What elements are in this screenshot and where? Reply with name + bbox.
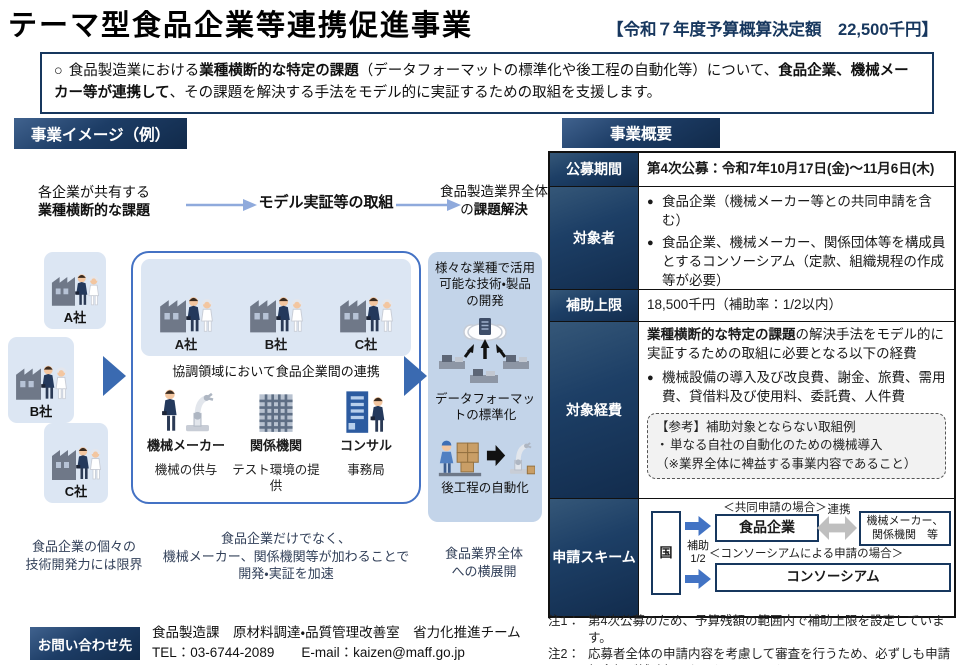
partner-institution: 関係機関 テスト環境の提供 <box>231 389 321 494</box>
row-label-scheme: 申請スキーム <box>550 499 639 616</box>
inner-company-a: A社 <box>158 292 214 353</box>
bullet-icon: ● <box>647 371 654 384</box>
row-value-eligible: ● 食品企業（機械メーカー等との共同申請を含む） ● 食品企業、機械メーカー、関… <box>639 187 954 289</box>
reference-note: （※業界全体に裨益する事業内容であること） <box>656 457 917 472</box>
footnotes: 注1： 第4次公募のため、予算残額の範囲内で補助上限を設定しています。 注2： … <box>548 613 960 665</box>
factory-people-icon <box>158 292 214 334</box>
expenses-intro: 業種横断的な特定の課題の解決手法をモデル的に実証するための取組に必要となる以下の… <box>647 327 944 361</box>
caption-acceleration: 食品企業だけでなく、 機械メーカー、関係機関等が加わることで 開発・実証を加速 <box>162 531 410 582</box>
summary-box: ○ 食品製造業における業種横断的な特定の課題（データフォーマットの標準化や後工程の… <box>40 52 934 114</box>
bullet-icon: ● <box>647 236 654 249</box>
summary-text-2: （データフォーマットの標準化や後工程の自動化等）について、 <box>358 63 779 79</box>
table-row-eligible-expenses: 対象経費 業種横断的な特定の課題の解決手法をモデル的に実証するための取組に必要と… <box>550 321 954 498</box>
page-title: テーマ型食品企業等連携促進事業 <box>8 10 474 42</box>
building-person-icon <box>342 389 390 433</box>
collaboration-box: A社 B社 C社 協調領域において食品企業間の連携 機械メーカー 機械の供与 関… <box>131 251 421 504</box>
bullet-icon: ● <box>647 196 654 208</box>
scheme-consortium-box: コンソーシアム <box>715 563 951 592</box>
subsidy-arrow-1-icon <box>685 516 711 536</box>
section-header-overview: 事業概要 <box>562 118 720 148</box>
cooperation-double-arrow-icon <box>817 516 857 540</box>
row-label-subsidy-cap: 補助上限 <box>550 290 639 321</box>
summary-text-3: 、その課題を解決する手法をモデル的に実証するための取組を支援します。 <box>169 85 662 102</box>
summary-marker: ○ <box>54 63 63 79</box>
footnote-2: 注2： 応募者全体の申請内容を考慮して審査を行うため、必ずしも申請額全額が補助額… <box>548 647 951 665</box>
row-value-period: 第4次公募：令和7年10月17日(金)～11月6日(木) <box>639 153 954 186</box>
company-box-b: B社 <box>8 337 74 423</box>
company-label: C社 <box>64 484 88 499</box>
section-header-business-image: 事業イメージ（例） <box>14 118 187 149</box>
inner-company-c: C社 <box>338 292 394 353</box>
expenses-item: ● 機械設備の導入及び改良費、謝金、旅費、需用費、貸借料及び使用料、委託費、人件… <box>647 369 946 407</box>
table-row-scheme: 申請スキーム ＜共同申請の場合＞ 国 補助 1/2 食品企業 連携 機械メーカー… <box>550 498 954 616</box>
company-label: A社 <box>63 310 87 325</box>
factory-people-icon <box>50 443 102 481</box>
scheme-renkei-label: 連携 <box>827 504 851 516</box>
scheme-partner-box: 機械メーカー、 関係機関 等 <box>859 511 951 546</box>
row-label-eligible-expenses: 対象経費 <box>550 322 639 498</box>
flow-arrow-2-icon <box>396 199 461 211</box>
caption-limitation: 食品企業の個々の 技術開発力には限界 <box>25 539 143 572</box>
scheme-case-consortium-label: ＜コンソーシアムによる申請の場合＞ <box>709 548 904 560</box>
right-triangle-arrow-1 <box>103 356 126 396</box>
scheme-diagram: ＜共同申請の場合＞ 国 補助 1/2 食品企業 連携 機械メーカー、 関係機関 … <box>639 499 954 616</box>
contact-info: 食品製造課 原材料調達・品質管理改善室 省力化推進チーム TEL：03-6744… <box>152 623 521 662</box>
table-row-period: 公募期間 第4次公募：令和7年10月17日(金)～11月6日(木) <box>550 153 954 186</box>
office-building-icon <box>256 391 296 433</box>
scheme-country-box: 国 <box>651 511 681 595</box>
reference-box: 【参考】補助対象とならない取組例 ・ 単なる自社の自動化のための機械導入 （※業… <box>647 412 946 479</box>
contact-header: お問い合わせ先 <box>30 627 140 660</box>
scheme-case-joint-label: ＜共同申請の場合＞ <box>723 502 827 514</box>
factory-people-icon <box>338 292 394 334</box>
dot-icon: ・ <box>656 438 669 453</box>
summary-text-1: 食品製造業における <box>68 63 200 79</box>
reference-title: 【参考】補助対象とならない取組例 <box>656 419 856 434</box>
reference-item: ・ 単なる自社の自動化のための機械導入 <box>656 436 937 455</box>
summary-text-bold-2: 食品企業、機械メーカー等が連携して <box>54 63 909 102</box>
subsidy-arrow-2-icon <box>685 569 711 589</box>
partner-machine-maker: 機械メーカー 機械の供与 <box>141 389 231 494</box>
company-box-c: C社 <box>44 423 108 503</box>
overview-table: 公募期間 第4次公募：令和7年10月17日(金)～11月6日(木) 対象者 ● … <box>548 151 956 618</box>
right-triangle-arrow-2 <box>404 356 427 396</box>
table-row-eligible: 対象者 ● 食品企業（機械メーカー等との共同申請を含む） ● 食品企業、機械メー… <box>550 186 954 289</box>
collaboration-caption: 協調領域において食品企業間の連携 <box>172 364 380 379</box>
cloud-data-machines-icon <box>437 315 533 389</box>
company-box-a: A社 <box>44 252 106 329</box>
robot-arm-person-icon <box>158 387 214 433</box>
flow-label-industry-solution: 食品製造業界全体 の課題解決 <box>440 184 548 217</box>
flow-arrow-1-icon <box>186 199 257 211</box>
flow-label-shared-issues: 各企業が共有する 業種横断的な課題 <box>38 184 150 219</box>
subsidy-rate-label: 補助 1/2 <box>687 540 709 566</box>
factory-people-icon <box>248 292 304 334</box>
table-row-subsidy-cap: 補助上限 18,500千円（補助率：1/2以内） <box>550 289 954 321</box>
summary-text-bold-1: 業種横断的な特定の課題 <box>199 63 359 79</box>
row-value-eligible-expenses: 業種横断的な特定の課題の解決手法をモデル的に実証するための取組に必要となる以下の… <box>639 322 954 498</box>
caption-rollout: 食品業界全体 への横展開 <box>444 546 523 579</box>
row-label-eligible: 対象者 <box>550 187 639 289</box>
footnote-1: 注1： 第4次公募のため、予算残額の範囲内で補助上限を設定しています。 <box>548 614 945 645</box>
eligible-item-1: ● 食品企業（機械メーカー等との共同申請を含む） <box>647 193 946 231</box>
contact-department: 食品製造課 原材料調達・品質管理改善室 省力化推進チーム <box>152 625 521 640</box>
contact-tel-email: TEL：03-6744-2089 E-mail：kaizen@maff.go.j… <box>152 644 465 660</box>
outcomes-panel: 様々な業種で活用可能な技術・製品の開発 データフォーマットの標準化 後工程の自動… <box>428 252 542 522</box>
scheme-food-company-box: 食品企業 <box>715 514 819 542</box>
eligible-item-2: ● 食品企業、機械メーカー、関係団体等を構成員とするコンソーシアム（定款、組織規… <box>647 234 946 291</box>
data-format-caption: データフォーマットの標準化 <box>434 391 535 422</box>
partners-row: 機械メーカー 機械の供与 関係機関 テスト環境の提供 コンサル 事務局 <box>141 389 411 494</box>
row-value-subsidy-cap: 18,500千円（補助率：1/2以内） <box>639 290 954 321</box>
food-companies-group: A社 B社 C社 <box>141 259 411 356</box>
inner-company-b: B社 <box>248 292 304 353</box>
company-label: B社 <box>29 404 53 419</box>
automation-caption: 後工程の自動化 <box>441 481 529 496</box>
factory-people-icon <box>50 270 100 307</box>
outcomes-title: 様々な業種で活用可能な技術・製品の開発 <box>434 261 535 308</box>
factory-people-icon <box>14 361 68 401</box>
automation-icon <box>435 435 535 478</box>
partner-consultant: コンサル 事務局 <box>321 389 411 494</box>
flow-label-model-demo: モデル実証等の取組 <box>258 194 394 211</box>
budget-label: 【令和７年度予算概算決定額 22,500千円】 <box>607 21 938 39</box>
row-label-period: 公募期間 <box>550 153 639 186</box>
